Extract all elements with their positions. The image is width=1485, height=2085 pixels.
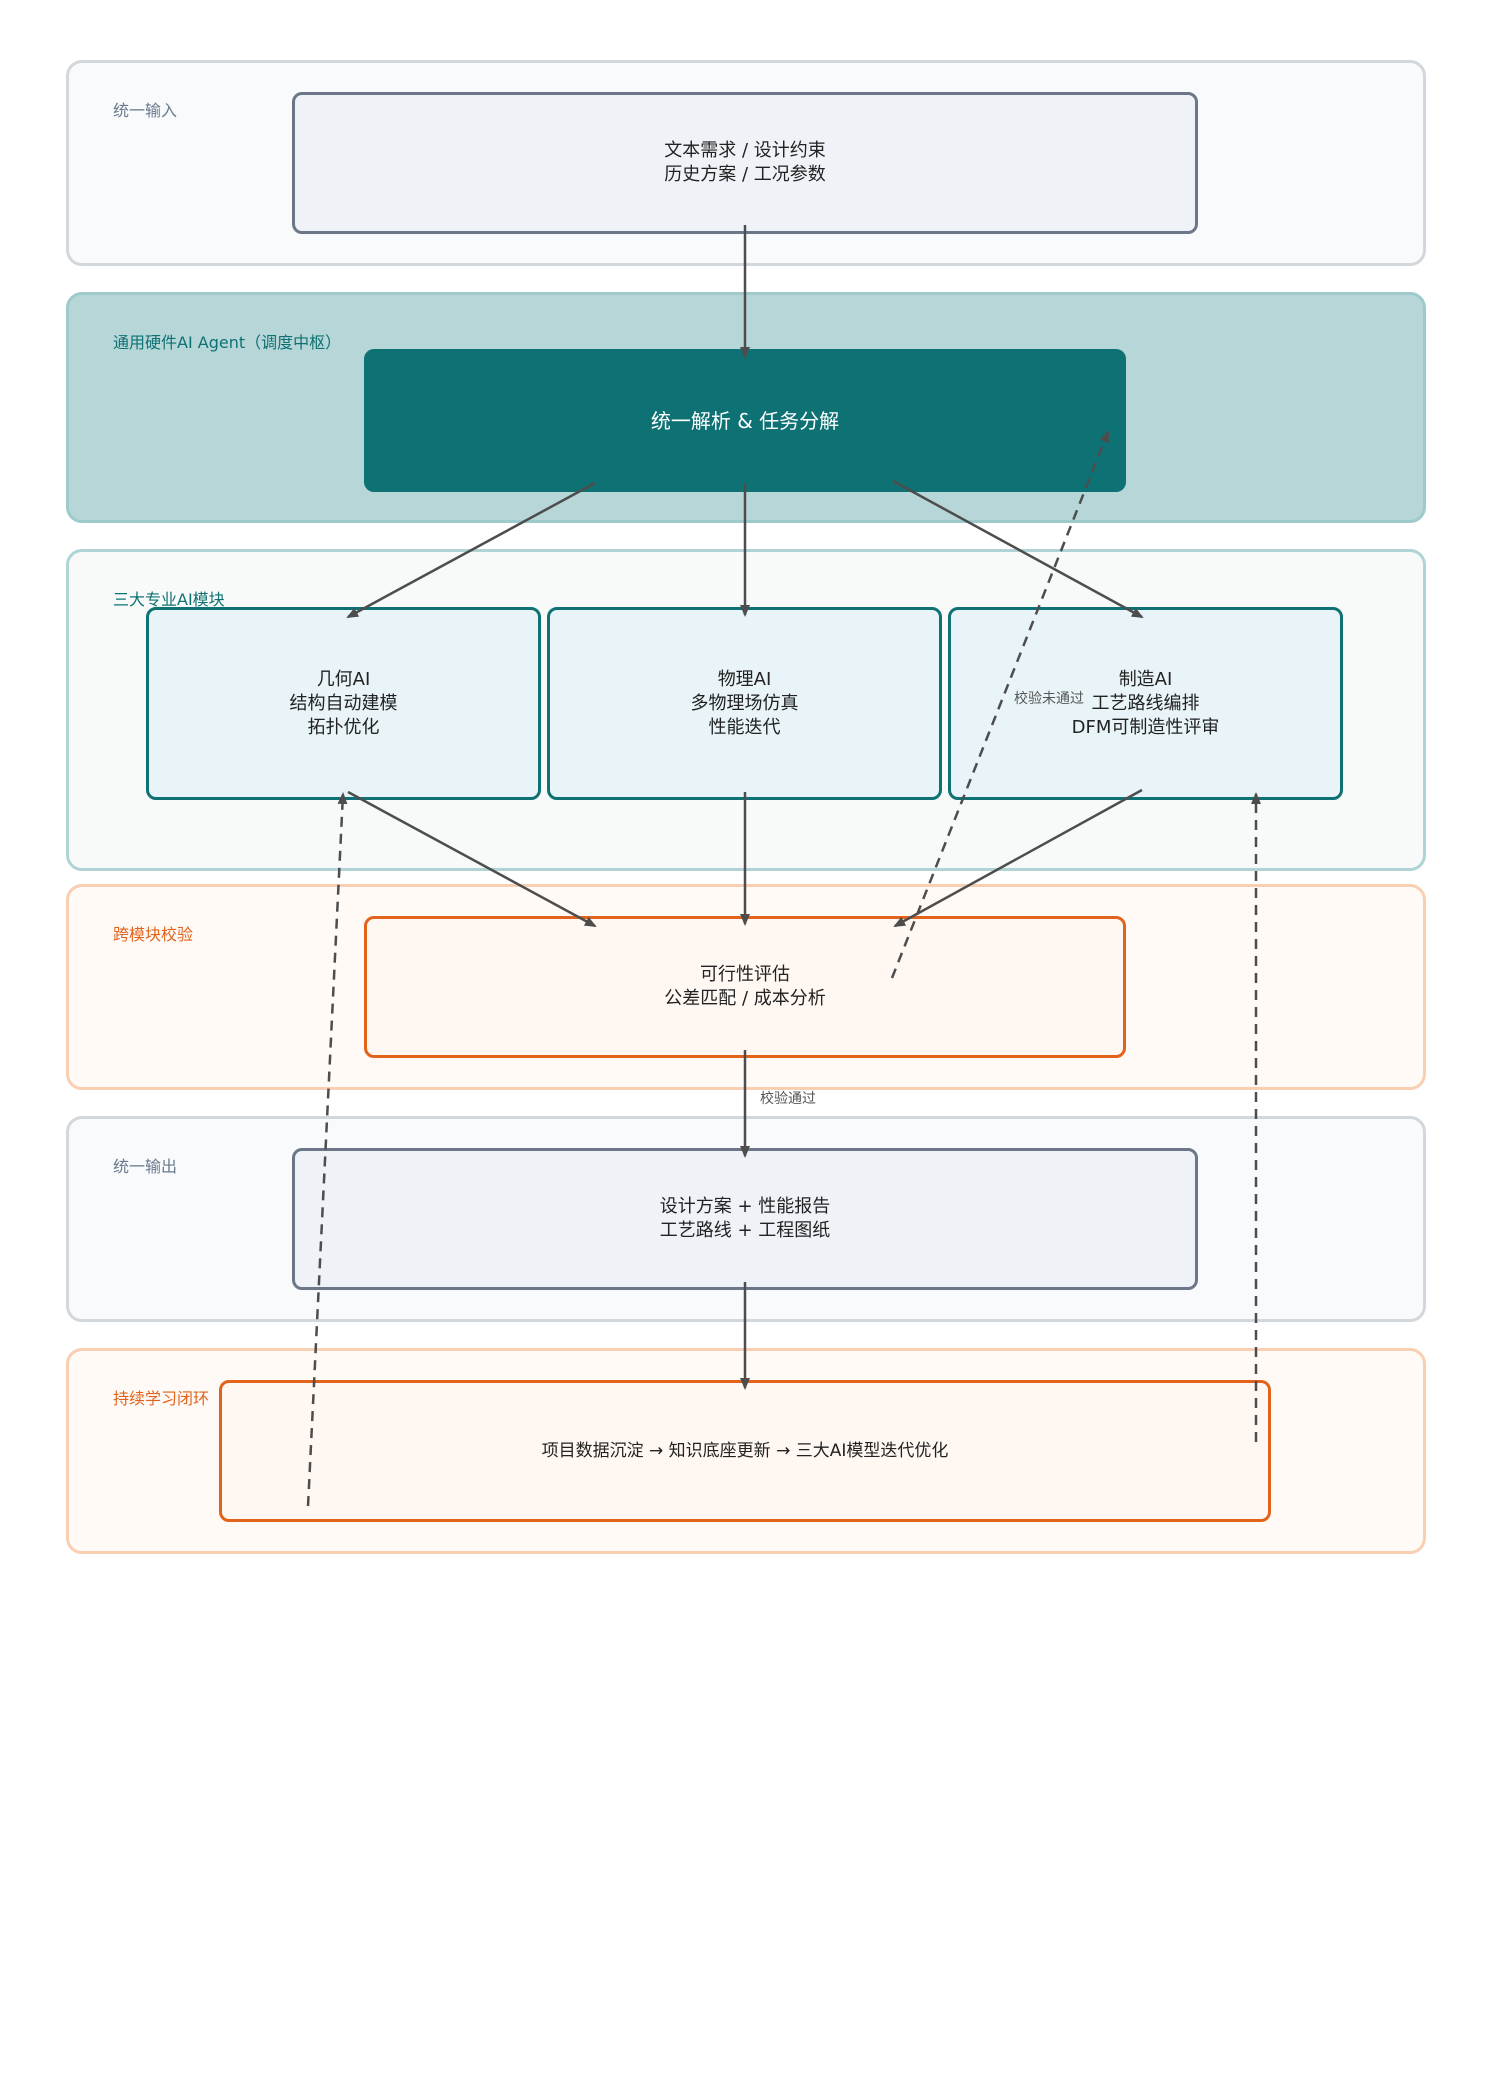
lane-label-output: 统一输出 bbox=[113, 1157, 178, 1176]
node-physics-line3: 性能迭代 bbox=[708, 716, 781, 738]
node-geometry-line2: 结构自动建模 bbox=[289, 692, 398, 714]
lane-label-verify: 跨模块校验 bbox=[113, 925, 194, 944]
node-geometry-line3: 拓扑优化 bbox=[307, 716, 380, 738]
edge-label-fail: 校验未通过 bbox=[1014, 691, 1084, 707]
node-manufacturing-line2: 工艺路线编排 bbox=[1091, 692, 1200, 714]
node-learning-line1: 项目数据沉淀 → 知识底座更新 → 三大AI模型迭代优化 bbox=[541, 1441, 949, 1461]
node-physics-line1: 物理AI bbox=[717, 668, 772, 690]
lane-label-learning: 持续学习闭环 bbox=[113, 1389, 210, 1408]
node-evaluation-line1: 可行性评估 bbox=[700, 964, 790, 985]
node-learning-loop: 项目数据沉淀 → 知识底座更新 → 三大AI模型迭代优化 bbox=[219, 1380, 1271, 1522]
node-physics-line2: 多物理场仿真 bbox=[690, 692, 799, 714]
node-output: 设计方案 + 性能报告 工艺路线 + 工程图纸 bbox=[292, 1148, 1198, 1290]
node-output-line2: 工艺路线 + 工程图纸 bbox=[659, 1220, 831, 1241]
node-input-line2: 历史方案 / 工况参数 bbox=[664, 164, 826, 185]
node-output-line1: 设计方案 + 性能报告 bbox=[659, 1196, 831, 1217]
node-parse-decompose: 统一解析 & 任务分解 bbox=[364, 349, 1126, 492]
lane-label-input: 统一输入 bbox=[113, 101, 178, 120]
edge-label-pass: 校验通过 bbox=[760, 1091, 816, 1107]
node-geometry-ai: 几何AI 结构自动建模 拓扑优化 bbox=[146, 607, 541, 800]
node-geometry-line1: 几何AI bbox=[316, 668, 371, 690]
node-input: 文本需求 / 设计约束 历史方案 / 工况参数 bbox=[292, 92, 1198, 234]
node-evaluation-line2: 公差匹配 / 成本分析 bbox=[664, 988, 826, 1009]
lane-label-ai-modules: 三大专业AI模块 bbox=[113, 590, 225, 609]
node-manufacturing-line3: DFM可制造性评审 bbox=[1071, 716, 1220, 738]
node-feasibility-evaluation: 可行性评估 公差匹配 / 成本分析 bbox=[364, 916, 1126, 1058]
node-parse-line1: 统一解析 & 任务分解 bbox=[650, 408, 840, 433]
node-physics-ai: 物理AI 多物理场仿真 性能迭代 bbox=[547, 607, 942, 800]
node-manufacturing-line1: 制造AI bbox=[1118, 668, 1173, 690]
node-input-line1: 文本需求 / 设计约束 bbox=[664, 140, 826, 161]
lane-label-agent: 通用硬件AI Agent（调度中枢） bbox=[113, 333, 342, 352]
node-manufacturing-ai: 制造AI 工艺路线编排 DFM可制造性评审 bbox=[948, 607, 1343, 800]
